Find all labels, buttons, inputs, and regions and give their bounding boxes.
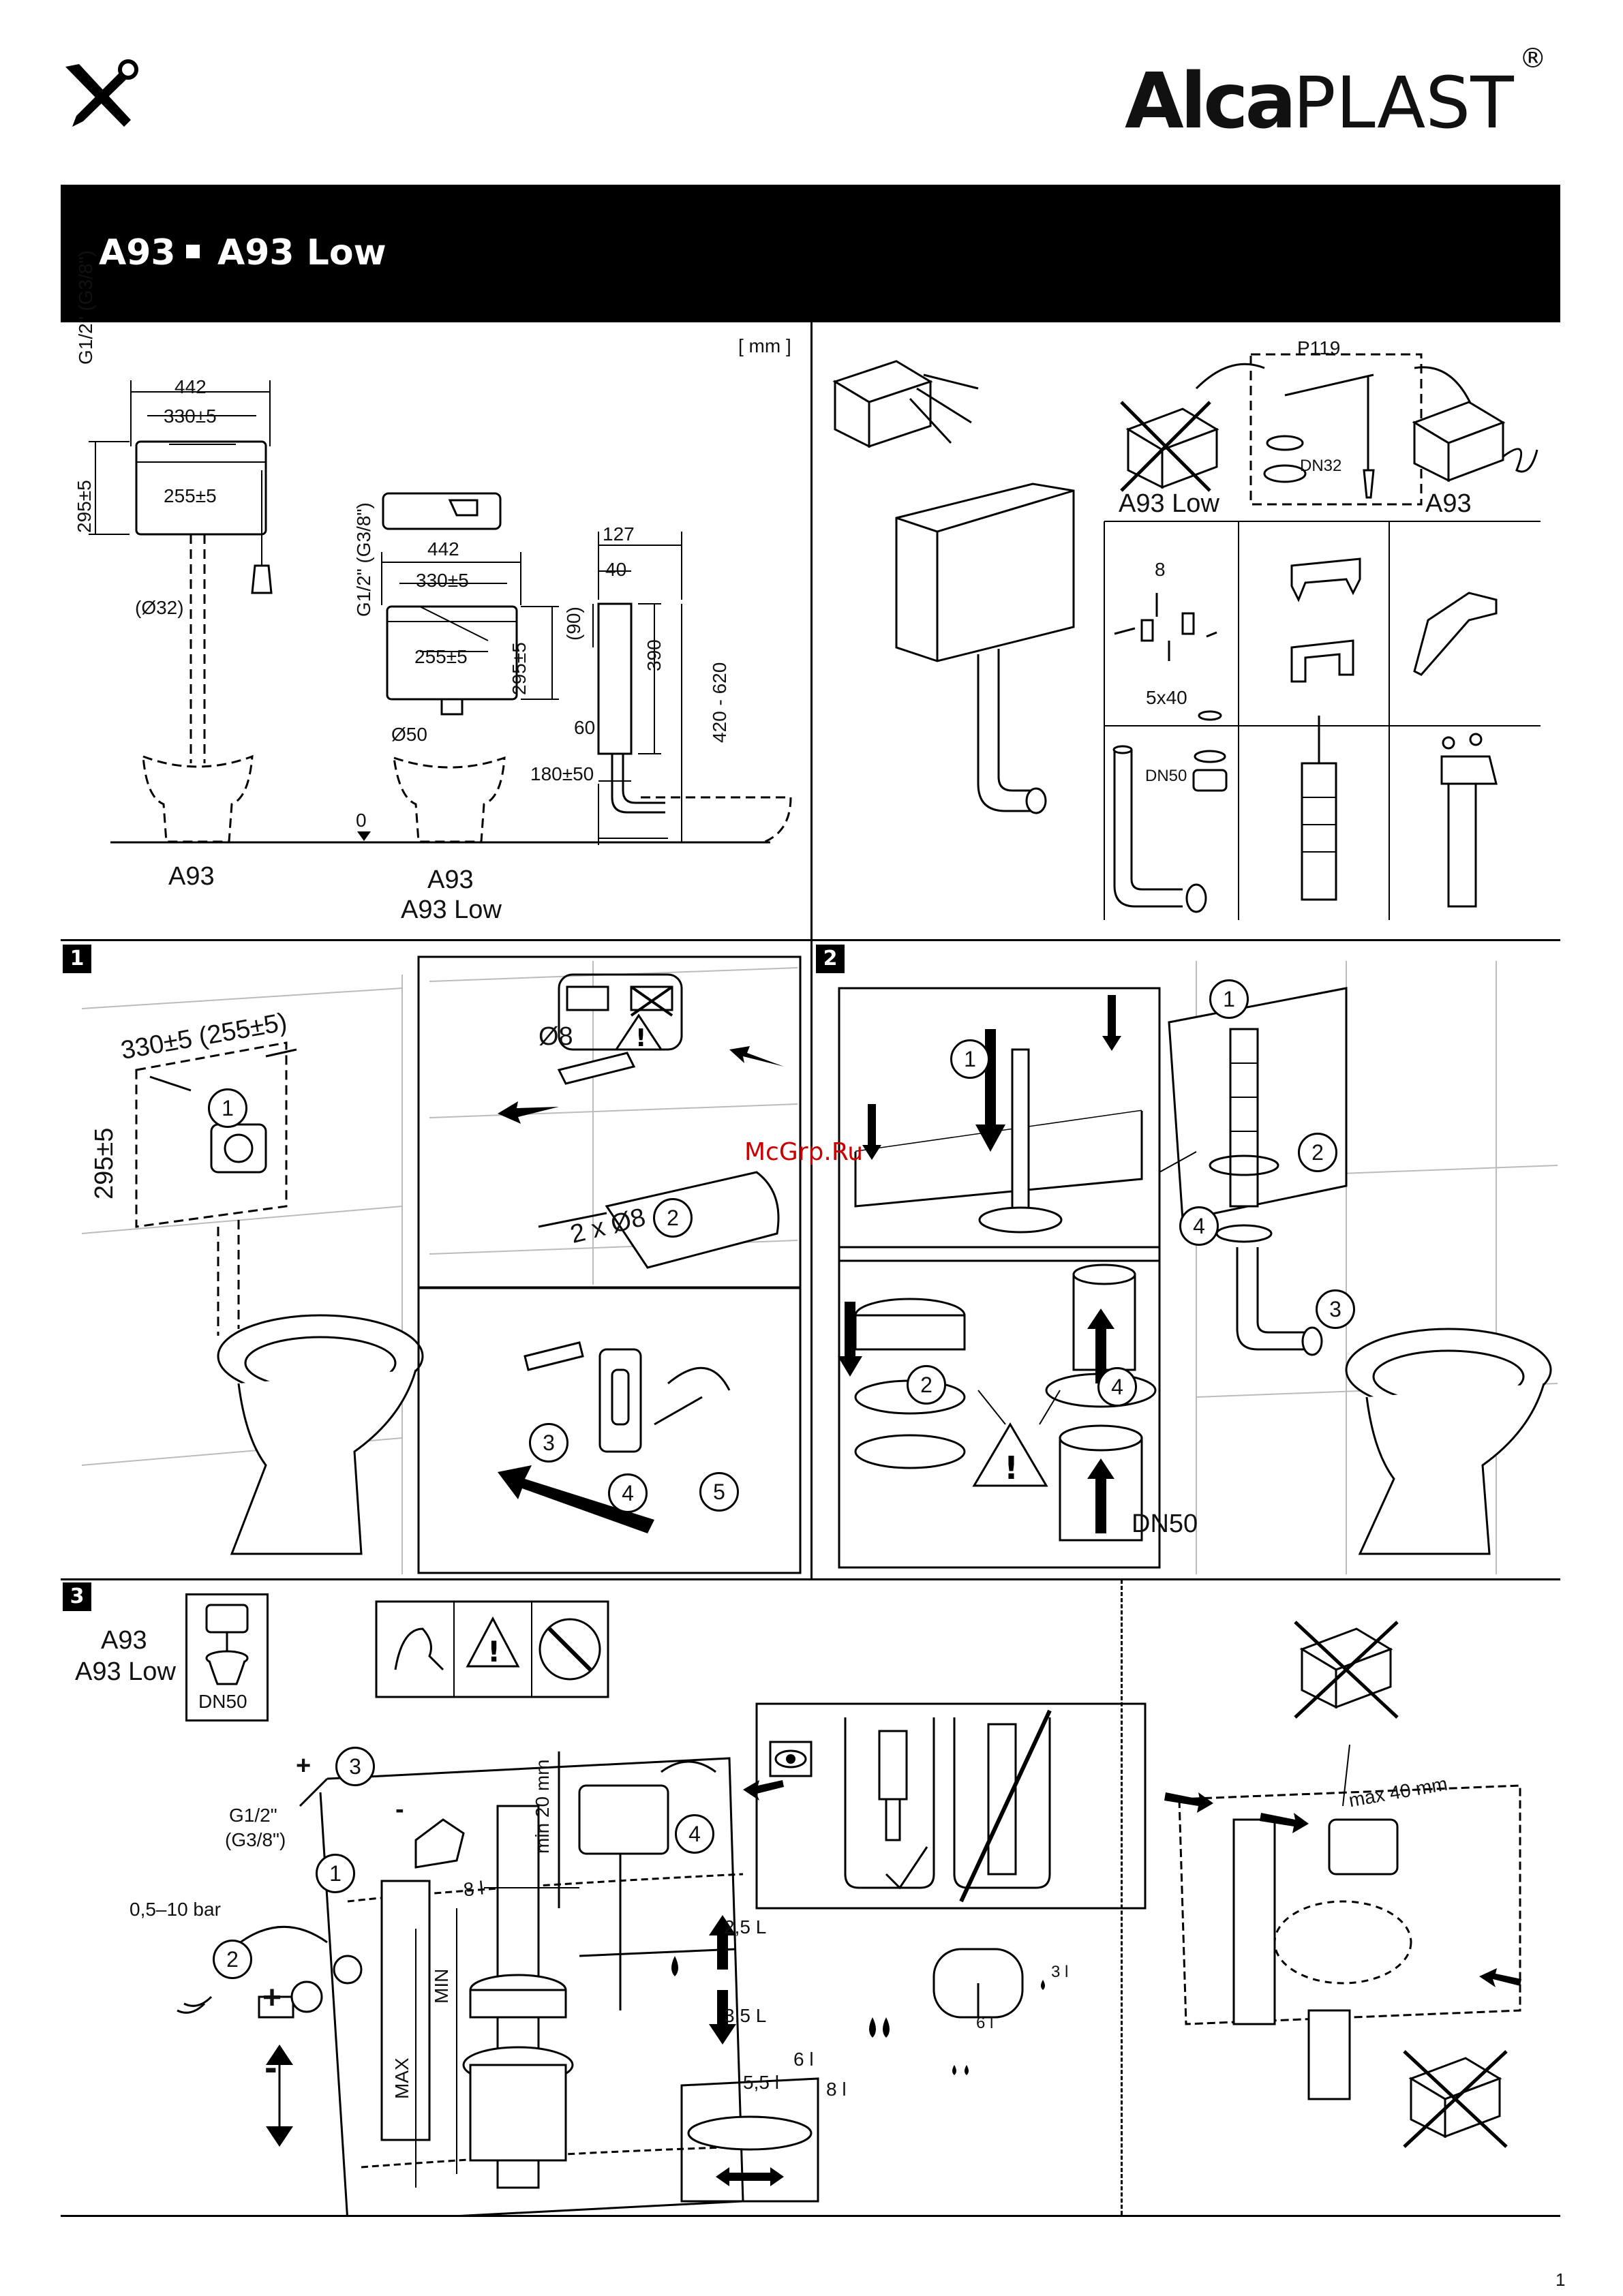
- dim-90: (90): [563, 607, 584, 641]
- title-bar: A93 A93 Low: [61, 185, 1560, 322]
- step-2-drawing: !: [838, 961, 1558, 1574]
- step3-minus-side: -: [264, 2045, 277, 2088]
- dim-holes-high: 330±5: [164, 405, 217, 427]
- divider-h-2: [61, 1578, 1560, 1580]
- dimension-drawing: [89, 380, 792, 845]
- p119-label: P119: [1297, 337, 1341, 358]
- step-2-badge: 2: [816, 945, 845, 973]
- step3-marker-2: 2: [213, 1940, 252, 1979]
- model-title-1: A93: [99, 232, 176, 273]
- step3-connection-2: (G3/8"): [225, 1829, 286, 1850]
- step3-min-20: min 20 mm: [532, 1759, 553, 1854]
- step2-marker-1b: 1: [1209, 979, 1249, 1019]
- dim-height-high: 295±5: [74, 480, 95, 533]
- package-contents-drawing: [832, 353, 1541, 920]
- step2-marker-4a: 4: [1179, 1206, 1219, 1246]
- dim-holes-low-low: 255±5: [414, 646, 468, 667]
- step-3-drawing: !: [177, 1600, 1521, 2215]
- step3-a93low: A93 Low: [75, 1657, 176, 1686]
- label-a93-low-1: A93: [427, 866, 474, 894]
- dim-pipe32: (Ø32): [135, 597, 184, 618]
- label-a93-low-2: A93 Low: [401, 896, 502, 924]
- step2-marker-2b: 2: [907, 1365, 946, 1405]
- step3-marker-4: 4: [675, 1814, 714, 1854]
- step3-6l: 6 l: [793, 2049, 814, 2070]
- step3-minus-top: -: [395, 1795, 404, 1824]
- step3-plus-top: +: [296, 1751, 312, 1780]
- step3-max: MAX: [391, 2057, 412, 2099]
- svg-text:!: !: [635, 1024, 646, 1052]
- step3-connection: G1/2": [229, 1805, 277, 1826]
- step3-big-flush: 6 l: [976, 2014, 994, 2032]
- dim-holes-low: 330±5: [416, 570, 469, 591]
- dim-width-low: 442: [427, 538, 459, 560]
- step3-tank-icon-box: DN50: [185, 1593, 269, 1721]
- dim-connection-high: G1/2" (G3/8"): [75, 250, 96, 365]
- dim-40: 40: [605, 559, 627, 580]
- divider-h-1: [61, 939, 1560, 941]
- step1-drill-diameter: Ø8: [539, 1022, 573, 1051]
- dim-width-high: 442: [175, 376, 207, 397]
- step1-marker-4: 4: [608, 1473, 648, 1513]
- svg-text:!: !: [1004, 1450, 1018, 1486]
- dim-holes-low-high: 255±5: [164, 485, 217, 506]
- divider-v-step3: [1121, 1580, 1123, 2215]
- a93-box-label: A93: [1425, 489, 1472, 518]
- step1-marker-3: 3: [529, 1423, 568, 1463]
- dim-180: 180±50: [530, 763, 594, 784]
- tools-icon: [59, 59, 140, 132]
- page-number: 1: [1556, 2269, 1566, 2290]
- screw-5x40-label: 5x40: [1146, 687, 1187, 708]
- step2-marker-4b: 4: [1097, 1367, 1137, 1407]
- dim-127: 127: [603, 523, 635, 545]
- step3-small-flush: 3 l: [1051, 1963, 1069, 1981]
- svg-text:!: !: [487, 1635, 500, 1668]
- brand-rest: PLAST: [1293, 61, 1514, 144]
- a93low-box-label: A93 Low: [1119, 489, 1219, 518]
- brand-logo: AlcaPLAST®: [1125, 43, 1547, 146]
- step3-55l: 5,5 l: [743, 2072, 779, 2093]
- step3-pressure: 0,5–10 bar: [130, 1899, 221, 1920]
- step3-a93: A93: [101, 1626, 147, 1655]
- model-title-2: A93 Low: [217, 232, 386, 273]
- step2-marker-2a: 2: [1298, 1133, 1337, 1172]
- dim-connection-low: G1/2" (G3/8"): [353, 502, 374, 617]
- brand-bold: Alca: [1125, 57, 1296, 146]
- dim-height-low: 295±5: [509, 642, 530, 695]
- step2-marker-1a: 1: [950, 1039, 990, 1079]
- title-separator: [186, 245, 200, 258]
- step1-height: 295±5: [90, 1127, 119, 1199]
- dim-zero: 0: [356, 810, 367, 831]
- step2-dn50: DN50: [1132, 1510, 1198, 1538]
- dn50-pipe-label: DN50: [1145, 767, 1187, 785]
- step1-marker-2: 2: [653, 1198, 693, 1238]
- dim-pipe50: Ø50: [391, 724, 427, 745]
- step-3-badge: 3: [63, 1582, 91, 1611]
- step3-marker-1: 1: [316, 1854, 355, 1893]
- step1-marker-5: 5: [699, 1472, 739, 1512]
- step3-vol-35: 3,5 L: [724, 2005, 767, 2026]
- step3-8l: 8 l: [462, 1877, 485, 1901]
- divider-v-top: [810, 322, 813, 1580]
- step3-8l-scale: 8 l: [826, 2079, 847, 2100]
- step-1-drawing: !: [81, 955, 802, 1574]
- step3-vol-25: 2,5 L: [724, 1916, 767, 1938]
- unit-label: [ mm ]: [738, 335, 791, 356]
- dim-420-620: 420 - 620: [709, 662, 730, 743]
- divider-h-bottom: [61, 2215, 1560, 2217]
- watermark: McGrp.Ru: [744, 1138, 864, 1166]
- step1-marker-1: 1: [208, 1088, 247, 1128]
- dn32-label: DN32: [1300, 457, 1342, 475]
- label-a93-high: A93: [168, 862, 215, 891]
- brand-registered: ®: [1519, 42, 1547, 74]
- screw-8-label: 8: [1155, 559, 1166, 580]
- step-1-badge: 1: [63, 945, 91, 973]
- step2-marker-3: 3: [1316, 1289, 1355, 1329]
- dim-390: 390: [643, 639, 665, 671]
- step3-dn50: DN50: [198, 1691, 247, 1712]
- step3-min: MIN: [431, 1968, 452, 2004]
- step3-plus-side: +: [262, 1980, 282, 2016]
- dim-60: 60: [574, 717, 596, 738]
- step3-marker-3: 3: [335, 1747, 375, 1786]
